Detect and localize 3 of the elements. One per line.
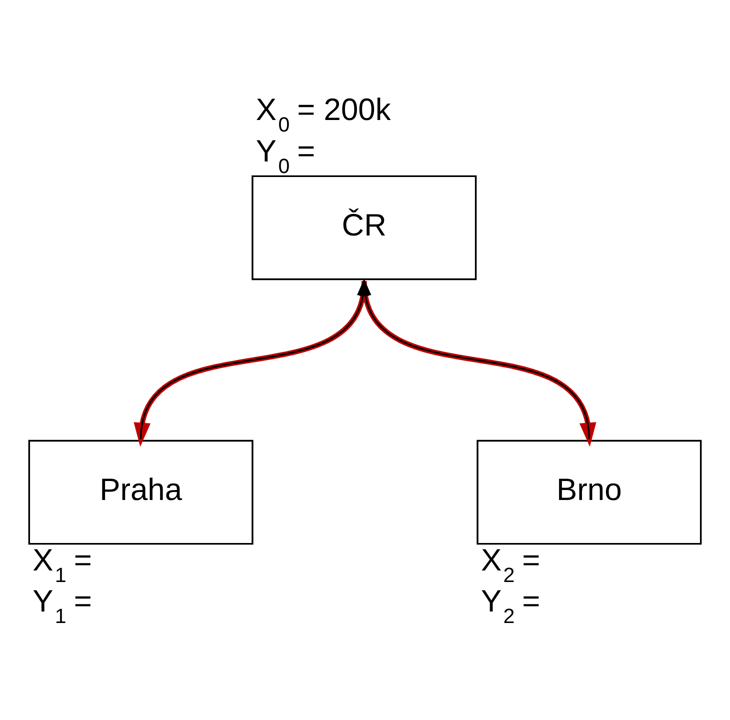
node-box: ČR bbox=[252, 175, 477, 280]
node-box: Brno bbox=[476, 440, 702, 545]
node-box: Praha bbox=[28, 440, 254, 545]
